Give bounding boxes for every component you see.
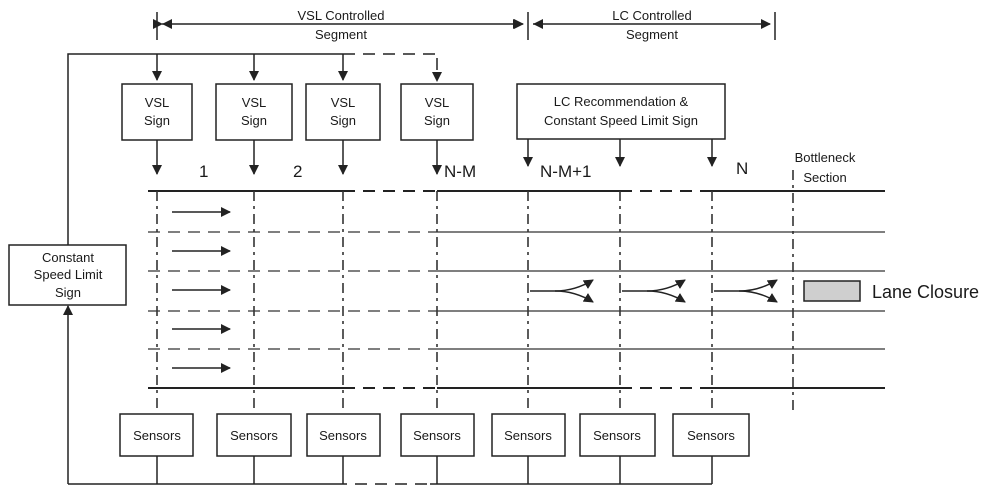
vsl-segment-label-1: VSL Controlled: [298, 8, 385, 23]
sensor-5-label: Sensors: [504, 428, 552, 443]
sensor-1-label: Sensors: [133, 428, 181, 443]
lc-segment-dimension: LC Controlled Segment: [162, 8, 776, 42]
lc-segment-label-1: LC Controlled: [612, 8, 692, 23]
constant-sign-line-3: Sign: [55, 285, 81, 300]
vsl-sign-3-line-2: Sign: [330, 113, 356, 128]
vsl-sign-3-line-1: VSL: [331, 95, 356, 110]
sign-arrows: [152, 139, 717, 175]
sensor-3-label: Sensors: [319, 428, 367, 443]
sensor-6-label: Sensors: [593, 428, 641, 443]
lane-closure: Lane Closure: [803, 280, 979, 302]
sensor-7-label: Sensors: [687, 428, 735, 443]
vsl-segment-label-2: Segment: [315, 27, 367, 42]
vsl-sign-2: VSL Sign: [215, 83, 293, 141]
vsl-sign-4: VSL Sign: [400, 83, 474, 141]
roadway: [148, 190, 885, 389]
vsl-sign-3: VSL Sign: [305, 83, 381, 141]
sensor-5: Sensors: [491, 413, 566, 457]
vsl-sign-1: VSL Sign: [121, 83, 193, 141]
lc-sign-line-1: LC Recommendation &: [554, 94, 689, 109]
lc-sign-line-2: Constant Speed Limit Sign: [544, 113, 698, 128]
bottleneck-label-1: Bottleneck: [795, 150, 856, 165]
section-number-1: 1: [199, 162, 208, 181]
vsl-sign-2-line-1: VSL: [242, 95, 267, 110]
sensor-2: Sensors: [216, 413, 292, 457]
constant-sign-line-2: Speed Limit: [34, 267, 103, 282]
traffic-flow-arrows: [172, 207, 231, 373]
section-number-n-m: N-M: [444, 162, 476, 181]
sensor-3: Sensors: [306, 413, 381, 457]
vsl-segment-dimension: VSL Controlled Segment: [153, 8, 529, 42]
vsl-sign-1-line-1: VSL: [145, 95, 170, 110]
sensor-2-label: Sensors: [230, 428, 278, 443]
section-number-n-m-plus-1: N-M+1: [540, 162, 591, 181]
lc-recommendation-sign: LC Recommendation & Constant Speed Limit…: [516, 83, 726, 140]
section-number-n: N: [736, 159, 748, 178]
section-number-2: 2: [293, 162, 302, 181]
bottleneck-label-2: Section: [803, 170, 846, 185]
lane-closure-block: [803, 280, 861, 302]
vsl-sign-2-line-2: Sign: [241, 113, 267, 128]
vsl-sign-1-line-2: Sign: [144, 113, 170, 128]
constant-speed-limit-sign: Constant Speed Limit Sign: [8, 244, 127, 306]
sensor-4: Sensors: [400, 413, 475, 457]
sensor-1: Sensors: [119, 413, 194, 457]
sensor-6: Sensors: [579, 413, 656, 457]
lane-change-arrows: [530, 279, 778, 303]
section-boundaries: [156, 170, 794, 412]
sensor-7: Sensors: [672, 413, 750, 457]
lc-segment-label-2: Segment: [626, 27, 678, 42]
vsl-sign-4-line-2: Sign: [424, 113, 450, 128]
sensors-row: Sensors Sensors Sensors Sensors Sensors …: [119, 413, 750, 457]
feedback-loop: [63, 53, 713, 485]
constant-sign-line-1: Constant: [42, 250, 94, 265]
lane-closure-label: Lane Closure: [872, 282, 979, 302]
sensor-4-label: Sensors: [413, 428, 461, 443]
vsl-sign-4-line-1: VSL: [425, 95, 450, 110]
